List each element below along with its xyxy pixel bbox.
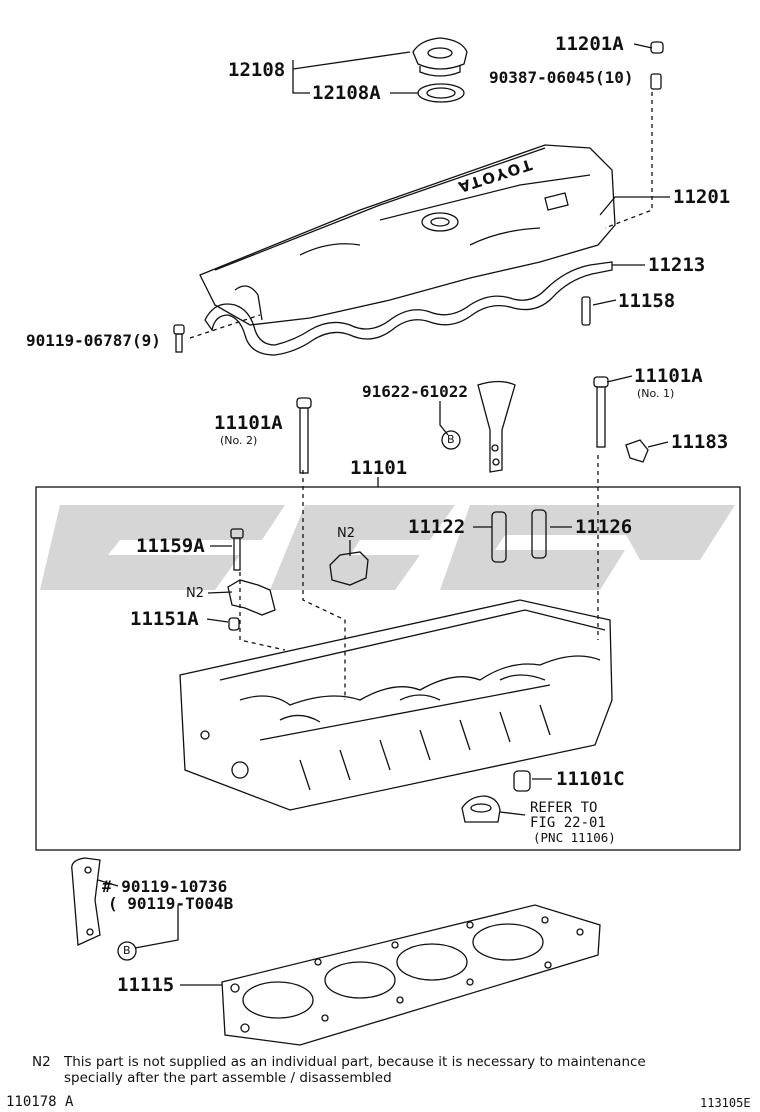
label-no2: (No. 2) (220, 434, 258, 447)
bearing-cap-left (227, 579, 276, 616)
label-11159a: 11159A (136, 535, 205, 557)
label-90387-06045: 90387-06045(10) (489, 68, 634, 87)
leader-90119-bracket (97, 879, 119, 887)
leader-90119-b (134, 905, 179, 949)
engine-hanger (477, 380, 516, 473)
footer-left-code: 110178 A (6, 1094, 74, 1110)
cylinder-head-cover (199, 144, 616, 326)
head-bolt-no2 (296, 397, 312, 409)
sleeve-11151a (228, 617, 240, 631)
label-11183: 11183 (671, 431, 729, 453)
leader-11151a (206, 618, 229, 623)
valve-guide-11126 (531, 509, 547, 559)
grommet-90387 (650, 73, 662, 90)
label-11101: 11101 (350, 457, 408, 479)
label-11201: 11201 (673, 186, 731, 208)
bolt-90119-06787 (173, 324, 185, 335)
label-11126: 11126 (575, 516, 633, 538)
label-11101c: 11101C (556, 768, 625, 790)
leader-11183 (647, 441, 669, 448)
leader-91622 (439, 401, 449, 436)
label-n2-left: N2 (186, 586, 204, 601)
cap-gasket (417, 83, 465, 103)
label-11158: 11158 (618, 290, 676, 312)
rear-bracket (71, 857, 101, 946)
label-11201a: 11201A (555, 33, 624, 55)
label-90119-10736: # 90119-10736 (102, 877, 228, 896)
label-11101a-no1: 11101A (634, 365, 703, 387)
cap-11201a (650, 41, 664, 54)
note-key: N2 (32, 1054, 51, 1070)
label-no1: (No. 1) (637, 387, 675, 400)
marker-b-top (441, 430, 461, 450)
leader-11201 (599, 196, 670, 216)
leader-11158 (592, 299, 617, 306)
label-n2-top: N2 (337, 526, 355, 541)
refer-line2: FIG 22-01 (530, 815, 606, 831)
note-line1: This part is not supplied as an individu… (64, 1054, 646, 1070)
head-bolt-no1 (593, 376, 609, 388)
stud-11158 (581, 296, 591, 326)
label-11213: 11213 (648, 254, 706, 276)
plug-11101c (513, 770, 531, 792)
label-90119-t004b: ( 90119-T004B (108, 894, 234, 913)
refer-line1: REFER TO (530, 800, 598, 816)
marker-b-label-bottom: B (123, 944, 131, 957)
plug-11183 (625, 439, 649, 463)
cover-gasket (204, 261, 613, 356)
head-assembly-frame (35, 486, 741, 851)
leader-11201a (633, 43, 653, 49)
leader-n2-left (207, 591, 233, 594)
watermark-logo (40, 505, 735, 590)
leader-12108 (292, 51, 411, 70)
cylinder-head-block (179, 599, 613, 811)
label-11115: 11115 (117, 974, 175, 996)
footer-right-code: 113105E (700, 1096, 751, 1110)
bearing-cap-top (329, 551, 369, 586)
head-gasket (221, 904, 601, 1046)
marker-b-label-top: B (447, 433, 455, 446)
oil-filler-cap (412, 37, 468, 77)
leader-refer (499, 811, 526, 816)
leader-11101a-no1 (606, 375, 633, 383)
note-line2: specially after the part assemble / disa… (64, 1070, 392, 1086)
valve-guide-11122 (491, 511, 507, 563)
refer-part (461, 795, 501, 823)
marker-b-bottom (117, 941, 137, 961)
label-90119-06787: 90119-06787(9) (26, 331, 161, 350)
label-12108a: 12108A (312, 82, 381, 104)
label-11151a: 11151A (130, 608, 199, 630)
bracket-12108 (292, 60, 310, 94)
label-11122: 11122 (408, 516, 466, 538)
label-91622-61022: 91622-61022 (362, 382, 468, 401)
refer-line3: (PNC 11106) (533, 830, 616, 845)
label-11101a-no2: 11101A (214, 412, 283, 434)
label-12108: 12108 (228, 59, 286, 81)
